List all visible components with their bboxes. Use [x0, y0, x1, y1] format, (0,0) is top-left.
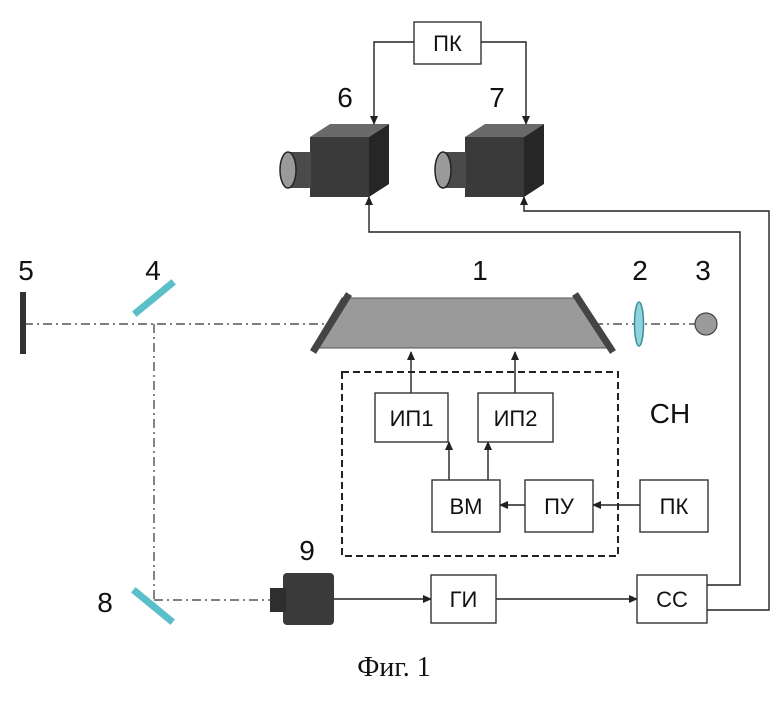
box-pc-top: ПК	[414, 22, 481, 64]
svg-text:СС: СС	[656, 587, 688, 612]
svg-text:ПК: ПК	[433, 31, 462, 56]
svg-text:ИП2: ИП2	[494, 406, 538, 431]
label-9: 9	[299, 535, 315, 566]
label-6: 6	[337, 82, 353, 113]
camera-7-icon	[435, 124, 544, 197]
svg-text:ИП1: ИП1	[390, 406, 434, 431]
label-8: 8	[97, 587, 113, 618]
label-5: 5	[18, 255, 34, 286]
laser-beam	[24, 324, 700, 600]
box-pu: ПУ	[525, 480, 593, 532]
svg-text:ПК: ПК	[660, 494, 689, 519]
box-ss: СС	[637, 575, 707, 623]
beam-splitter-mirror	[137, 284, 171, 312]
box-pc-right: ПК	[640, 480, 708, 532]
label-7: 7	[489, 82, 505, 113]
sample-sphere	[695, 313, 717, 335]
box-ip1: ИП1	[375, 393, 448, 442]
label-3: 3	[695, 255, 711, 286]
box-ip2: ИП2	[478, 393, 553, 442]
figure-caption: Фиг. 1	[357, 652, 430, 683]
fold-mirror	[136, 592, 170, 620]
svg-text:ВМ: ВМ	[450, 494, 483, 519]
label-sn: СН	[650, 398, 690, 429]
lens	[635, 302, 644, 346]
camera-6-icon	[280, 124, 389, 197]
label-4: 4	[145, 255, 161, 286]
camera-9-icon	[270, 573, 334, 625]
end-mirror	[20, 292, 26, 354]
label-2: 2	[632, 255, 648, 286]
svg-text:ПУ: ПУ	[544, 494, 575, 519]
box-gi: ГИ	[431, 575, 496, 623]
gain-medium	[312, 294, 613, 352]
svg-text:ГИ: ГИ	[450, 587, 478, 612]
label-1: 1	[472, 255, 488, 286]
box-vm: ВМ	[432, 480, 500, 532]
